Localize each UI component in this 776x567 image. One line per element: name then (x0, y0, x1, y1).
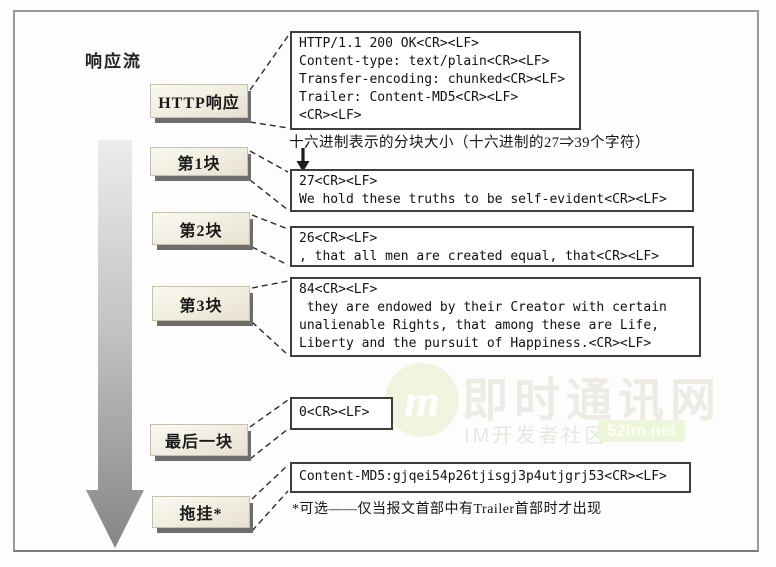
response-headers-box: HTTP/1.1 200 OK<CR><LF> Content-type: te… (290, 31, 581, 130)
chunk-size-pointer-arrow (296, 148, 310, 172)
chunk-size-annotation: 十六进制表示的分块大小（十六进制的27⇒39个字符） (289, 135, 650, 151)
response-stream-arrow (86, 140, 144, 548)
dashed-connector-lines (249, 35, 289, 532)
step-box-chunk-2: 第2块 (152, 212, 250, 245)
last-chunk-data-box: 0<CR><LF> (290, 397, 393, 430)
response-stream-label: 响应流 (85, 52, 142, 71)
diagram-border (13, 10, 759, 552)
trailer-optional-note: *可选——仅当报文首部中有Trailer首部时才出现 (292, 502, 602, 517)
step-box-trailer: 拖挂* (152, 496, 250, 528)
chunk-1-data-box: 27<CR><LF> We hold these truths to be se… (290, 169, 694, 212)
chunk-3-data-box: 84<CR><LF> they are endowed by their Cre… (290, 277, 701, 357)
step-box-last-chunk: 最后一块 (150, 424, 248, 456)
step-box-chunk-3: 第3块 (152, 286, 250, 321)
chunk-2-data-box: 26<CR><LF> , that all men are created eq… (290, 226, 694, 267)
step-box-chunk-1: 第1块 (150, 147, 248, 176)
step-box-http-response: HTTP响应 (150, 84, 248, 118)
trailer-data-box: Content-MD5:gjqei54p26tjisgj3p4utjgrj53<… (290, 462, 691, 493)
